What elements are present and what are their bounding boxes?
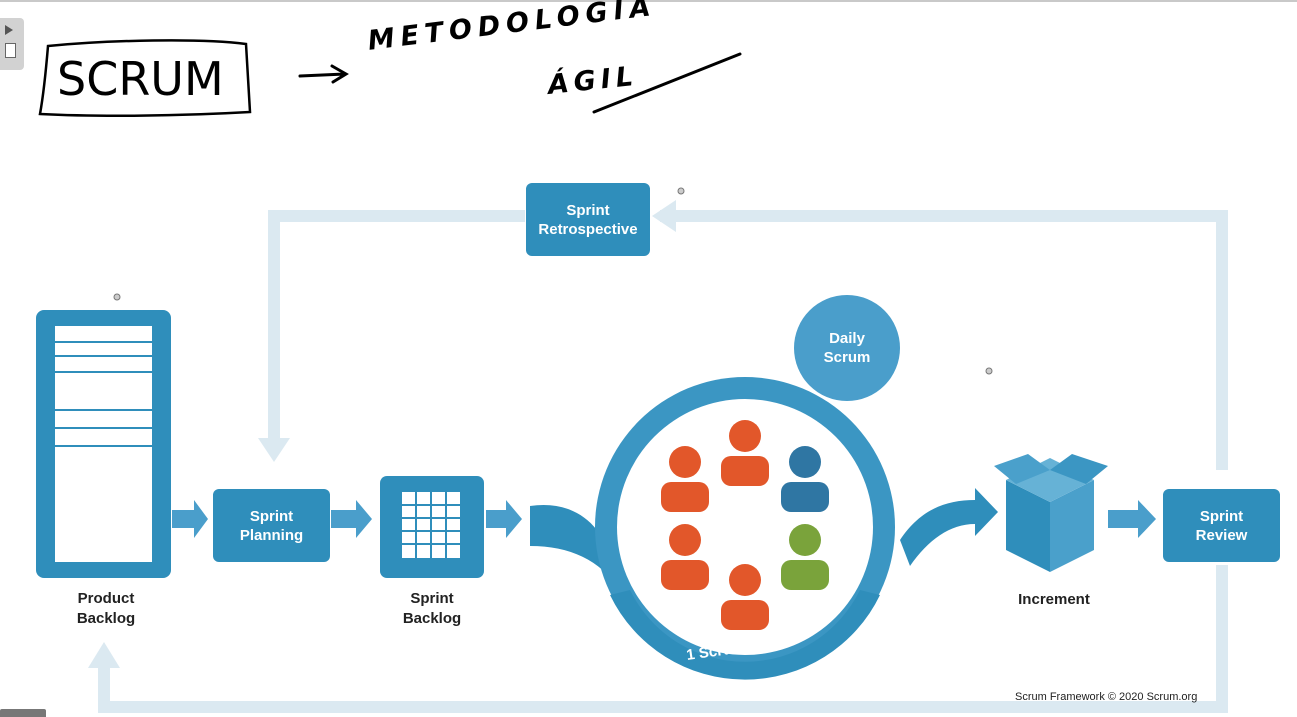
sprint-review-label: Sprint Review [1195, 507, 1248, 544]
sprint-planning-label: Sprint Planning [239, 507, 304, 544]
document-icon[interactable] [5, 43, 16, 58]
flow-arrow-1 [172, 510, 194, 528]
flow-arrow-3 [486, 510, 506, 528]
sprint-inflow-sweep [530, 504, 620, 590]
handwritten-underline [592, 52, 742, 114]
person-icon [781, 446, 829, 512]
play-icon[interactable] [5, 25, 13, 35]
top-border [0, 0, 1297, 2]
retrospective-loop-arrow [660, 210, 1228, 470]
marker-dot [113, 293, 121, 301]
person-icon [721, 420, 769, 486]
person-icon [661, 524, 709, 590]
sprint-backlog-label: Sprint Backlog [402, 590, 462, 627]
team-members [661, 420, 829, 630]
box-icon [994, 454, 1108, 572]
backlog-arrowhead [88, 642, 120, 668]
person-icon [661, 446, 709, 512]
person-icon [721, 564, 769, 630]
handwritten-title: SCRUM [57, 52, 224, 106]
sprint-review-box: Sprint Review [1163, 489, 1280, 562]
sprint-planning-box: Sprint Planning [213, 489, 330, 562]
sprint-retrospective-box: Sprint Retrospective [526, 183, 650, 256]
marker-dot [677, 187, 685, 195]
side-panel-tab[interactable] [0, 18, 24, 70]
daily-scrum-circle: Daily Scrum [794, 295, 900, 401]
sprint-outflow-sweep [900, 488, 998, 566]
bottom-toolbar-tab[interactable] [0, 709, 46, 717]
planning-arrowhead [258, 438, 290, 462]
planning-loop-arrow [268, 210, 525, 440]
marker-dot [985, 367, 993, 375]
product-backlog-label: Product Backlog [76, 590, 136, 627]
increment-label: Increment [1018, 591, 1090, 608]
flow-arrow-2 [331, 510, 356, 528]
daily-scrum-label: Daily Scrum [823, 330, 871, 366]
handwritten-arrow [298, 64, 349, 84]
handwritten-box [38, 39, 252, 117]
review-loop-arrow [98, 565, 1228, 713]
sprint-retrospective-label: Sprint Retrospective [538, 201, 638, 238]
person-icon [781, 524, 829, 590]
retrospective-arrowhead [652, 200, 676, 232]
copyright-footer: Scrum Framework © 2020 Scrum.org [1015, 691, 1198, 703]
flow-arrow-4 [1108, 510, 1138, 528]
